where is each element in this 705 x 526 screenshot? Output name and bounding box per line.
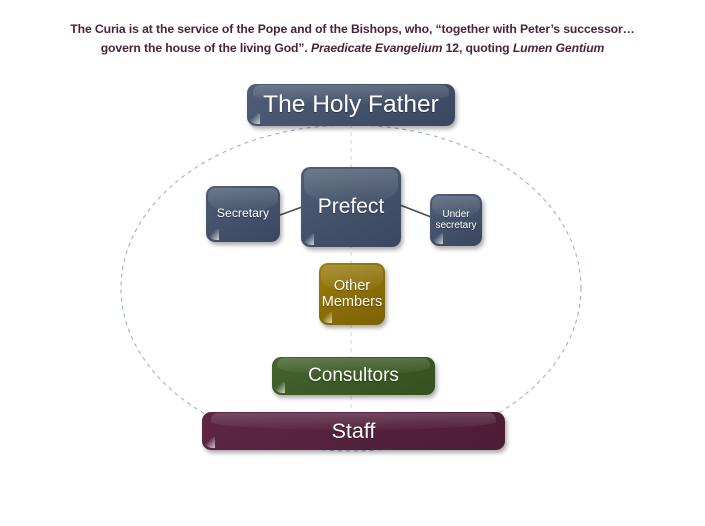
node-under-secretary-label-line2: secretary [435, 220, 477, 231]
node-secretary-label: Secretary [216, 206, 270, 221]
node-staff-label: Staff [331, 418, 376, 443]
node-secretary[interactable]: Secretary [206, 186, 280, 242]
node-other-members-label-line2: Members [321, 294, 383, 310]
node-consultors[interactable]: Consultors [272, 357, 435, 395]
caption-source-title: Praedicate Evangelium [310, 41, 443, 55]
caption-line-2: govern the house of the living God”. Pra… [0, 39, 705, 58]
node-staff[interactable]: Staff [202, 412, 505, 450]
node-consultors-label: Consultors [308, 365, 399, 387]
node-prefect-label: Prefect [317, 195, 385, 219]
node-holy-father[interactable]: The Holy Father [247, 84, 455, 126]
caption-line-2-lead: govern the house of the living God”. [100, 41, 311, 55]
caption-line-1: The Curia is at the service of the Pope … [70, 22, 635, 36]
caption-text: The Curia is at the service of the Pope … [0, 20, 705, 58]
caption-line-2-mid: 12, quoting [442, 41, 513, 55]
node-other-members-label-line1: Other [333, 277, 371, 294]
connector-prefect-undersecretary [399, 204, 432, 218]
node-under-secretary-label-line1: Under [442, 208, 470, 220]
node-prefect[interactable]: Prefect [301, 167, 401, 247]
caption-citation-title: Lumen Gentium [512, 41, 605, 55]
node-holy-father-label: The Holy Father [263, 91, 439, 119]
connector-secretary-prefect [279, 206, 303, 216]
